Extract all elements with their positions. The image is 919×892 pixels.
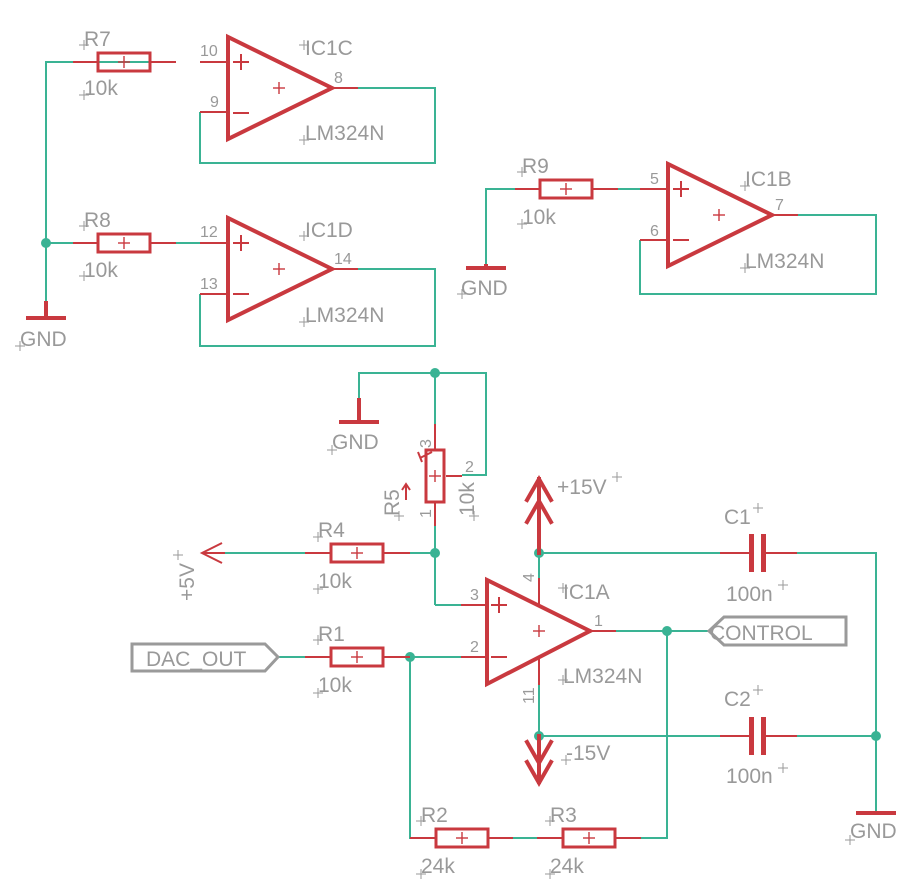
r7-value: 10k <box>84 77 118 100</box>
supply-arrow-pos15 <box>524 474 554 555</box>
ic1b-pin-out: 7 <box>775 197 784 214</box>
r4-name: R4 <box>318 519 345 542</box>
opamp-ic1b <box>640 160 798 270</box>
c1-value: 100n <box>726 583 773 606</box>
r5-pin-2: 2 <box>465 459 474 476</box>
gnd-label: GND <box>461 277 508 300</box>
r9-name: R9 <box>522 155 549 178</box>
r7-name: R7 <box>84 28 111 51</box>
gnd-symbol <box>339 398 379 424</box>
ic1b-pin-minus: 6 <box>650 223 659 240</box>
ic1b-name: IC1B <box>745 168 792 191</box>
resistor-r1 <box>305 646 410 668</box>
ic1a-pin-minus: 2 <box>470 639 479 656</box>
resistor-r8 <box>73 232 176 254</box>
ic1a-name: IC1A <box>563 581 610 604</box>
capacitor-c2 <box>720 717 797 755</box>
resistor-r3 <box>537 827 641 849</box>
c1-name: C1 <box>724 506 751 529</box>
r5-pin-3: 3 <box>418 439 435 448</box>
ic1d-pin-out: 14 <box>334 251 352 268</box>
ic1b-part: LM324N <box>745 250 824 273</box>
neg15-label: -15V <box>566 742 610 765</box>
resistor-r7 <box>73 51 176 73</box>
resistor-r9 <box>515 178 618 200</box>
r3-name: R3 <box>550 804 577 827</box>
port-dac-out-label: DAC_OUT <box>146 648 247 671</box>
gnd-symbol <box>466 264 506 270</box>
potentiometer-r5 <box>401 424 462 526</box>
resistor-r4 <box>305 542 410 564</box>
ic1a-pin-out: 1 <box>594 613 603 630</box>
supply-arrow-neg15 <box>524 734 554 788</box>
ic1b-pin-plus: 5 <box>650 171 659 188</box>
r4-value: 10k <box>318 570 352 593</box>
r5-value: 10k <box>456 482 479 516</box>
r5-pin-1: 1 <box>418 509 435 518</box>
ic1d-pin-plus: 12 <box>200 224 218 241</box>
r8-name: R8 <box>84 209 111 232</box>
ic1a-pin-vneg: 11 <box>521 687 538 704</box>
ic1c-pin-plus: 10 <box>200 43 218 60</box>
gnd-label: GND <box>332 431 379 454</box>
ic1c-pin-minus: 9 <box>210 94 219 111</box>
supply-arrow-pos5 <box>199 542 225 564</box>
r8-value: 10k <box>84 259 118 282</box>
opamp-ic1c <box>200 33 358 143</box>
capacitor-c1 <box>720 534 797 572</box>
r2-name: R2 <box>421 804 448 827</box>
port-dac-out: DAC_OUT <box>130 642 281 673</box>
ic1a-part: LM324N <box>563 665 642 688</box>
ic1d-part: LM324N <box>305 304 384 327</box>
r9-value: 10k <box>522 206 556 229</box>
c2-value: 100n <box>726 765 773 788</box>
r5-name: R5 <box>381 489 404 516</box>
gnd-label: GND <box>850 820 897 843</box>
r3-value: 24k <box>550 855 584 878</box>
pos15-label: +15V <box>557 476 607 499</box>
r2-value: 24k <box>421 855 455 878</box>
port-control: CONTROL <box>706 615 848 647</box>
r1-name: R1 <box>318 623 345 646</box>
ic1a-pin-plus: 3 <box>470 587 479 604</box>
gnd-symbol <box>26 301 66 320</box>
ic1a-pin-vpos: 4 <box>521 573 538 582</box>
port-control-label: CONTROL <box>710 622 813 645</box>
ic1d-name: IC1D <box>305 219 353 242</box>
junctions <box>41 238 881 741</box>
ic1c-pin-out: 8 <box>334 70 343 87</box>
pos5-label: +5V <box>176 563 199 601</box>
ic1c-name: IC1C <box>305 37 353 60</box>
resistor-r2 <box>410 827 513 849</box>
opamp-ic1d <box>200 214 358 324</box>
ic1c-part: LM324N <box>305 122 384 145</box>
opamp-ic1a <box>461 576 616 688</box>
gnd-label: GND <box>20 328 67 351</box>
c2-name: C2 <box>724 688 751 711</box>
ic1d-pin-minus: 13 <box>200 276 218 293</box>
r1-value: 10k <box>318 674 352 697</box>
origin-marks <box>15 40 855 879</box>
